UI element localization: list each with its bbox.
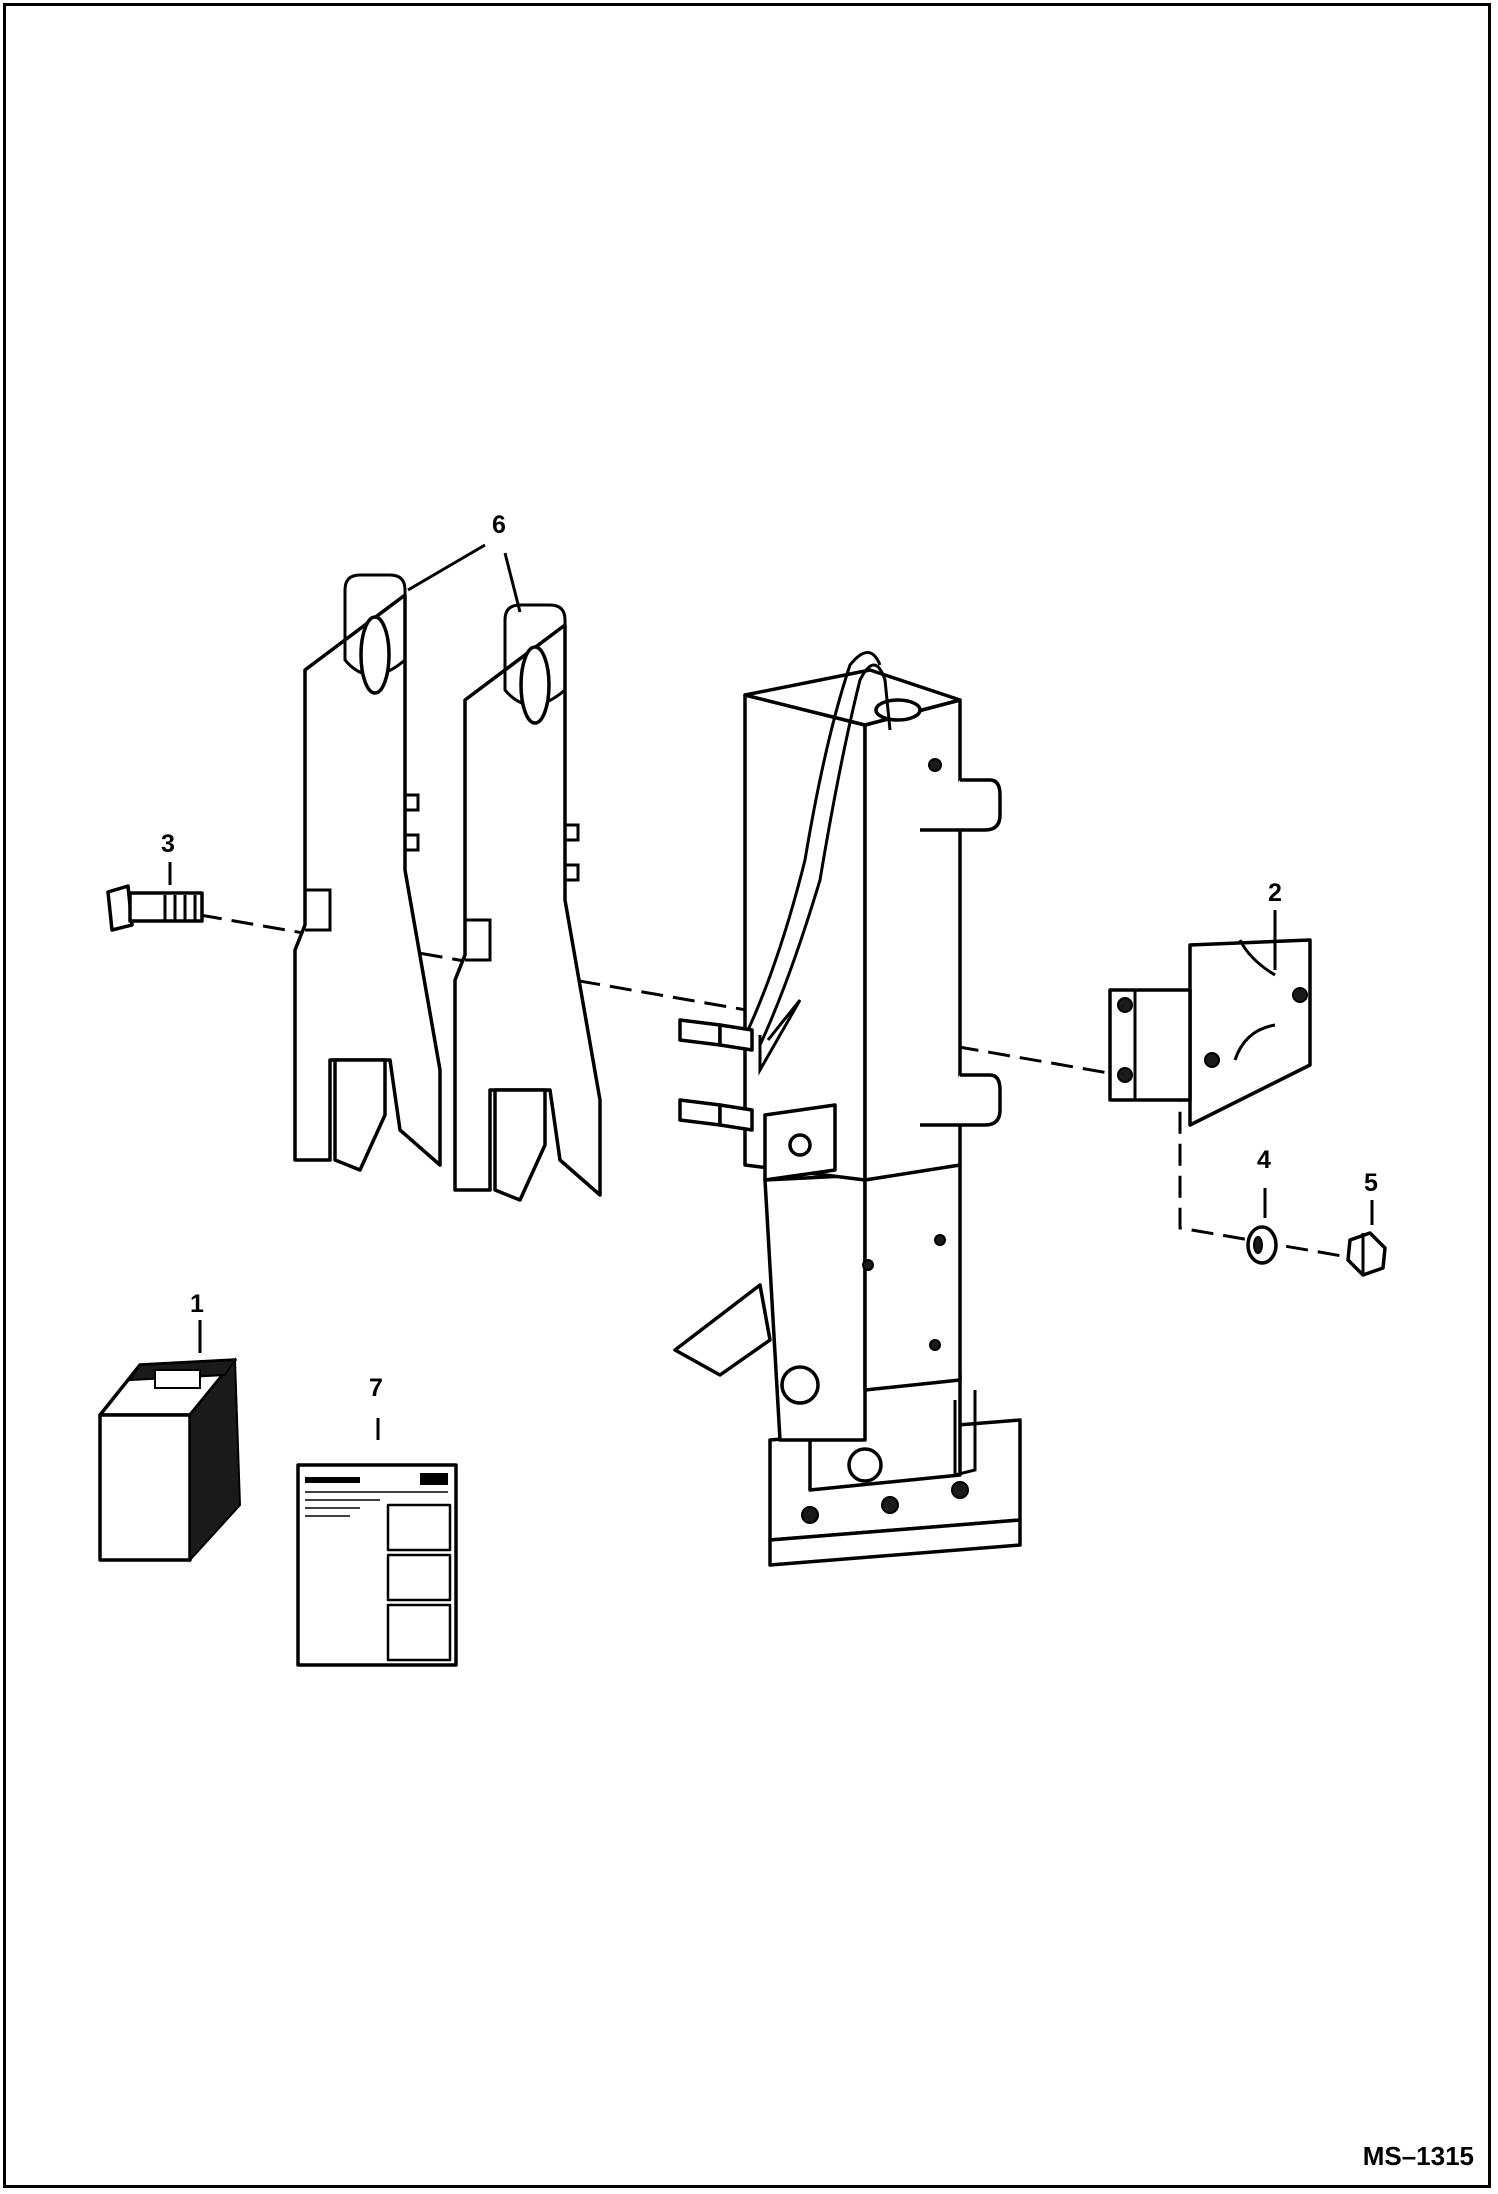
diagram-frame [3,3,1491,2188]
reference-code: MS–1315 [1362,2141,1474,2171]
callout-7: 7 [369,1374,383,1402]
callout-2: 2 [1268,879,1282,907]
callout-3: 3 [161,830,175,858]
hydraulic-hoses [678,651,892,1132]
part-2-bracket [1108,938,1312,1127]
part-4-washer [1246,1225,1278,1265]
part-1-box [98,1357,242,1563]
part-7-instruction-sheet [296,1463,458,1667]
leader-6-right [503,552,522,613]
callout-1: 1 [190,1290,204,1318]
part-3-bolt [106,884,204,932]
callout-6: 6 [492,511,506,539]
part-6-fork-tine-right [453,603,602,1202]
part-5-nut [1346,1231,1387,1277]
jack-column-assembly [673,668,1022,1567]
callout-5: 5 [1364,1169,1378,1197]
callout-4: 4 [1257,1146,1271,1174]
part-6-fork-tine-left [293,573,442,1172]
leader-6-left [407,543,486,592]
